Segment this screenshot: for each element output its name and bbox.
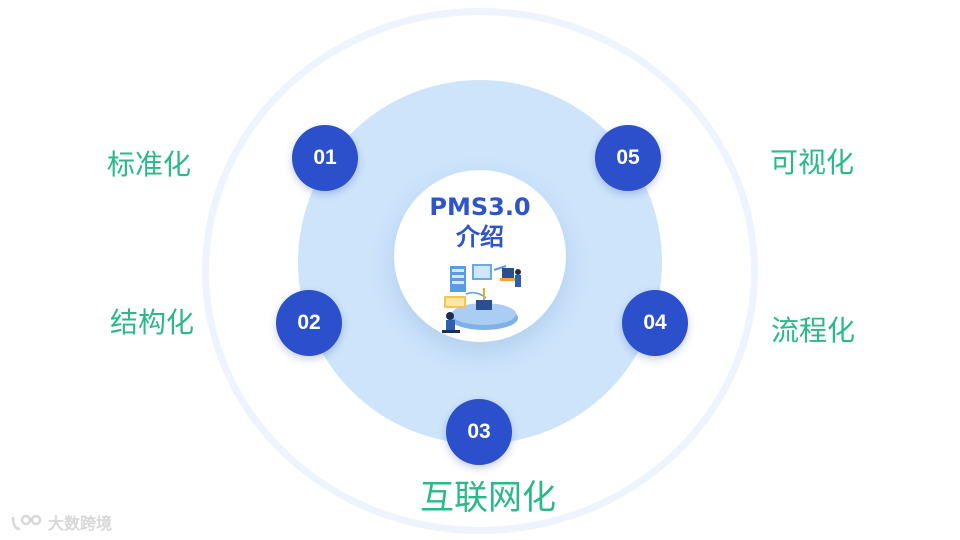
watermark-text: 大数跨境 bbox=[48, 514, 113, 533]
node-04: 04 bbox=[622, 290, 688, 356]
label-structuring: 结构化 bbox=[110, 306, 195, 339]
watermark-logo-icon bbox=[11, 514, 42, 531]
watermark: 大数跨境 bbox=[10, 508, 112, 536]
node-03: 03 bbox=[446, 399, 512, 465]
node-05: 05 bbox=[595, 125, 661, 191]
node-01: 01 bbox=[292, 125, 358, 191]
center-title: PMS3.0 介绍 bbox=[429, 193, 531, 251]
label-visualization: 可视化 bbox=[770, 146, 855, 179]
label-process: 流程化 bbox=[771, 314, 856, 347]
network-illustration-icon bbox=[442, 264, 521, 333]
node-02: 02 bbox=[276, 290, 342, 356]
label-standardization: 标准化 bbox=[107, 148, 192, 181]
outer-ring bbox=[202, 8, 758, 534]
label-internet: 互联网化 bbox=[420, 478, 556, 518]
